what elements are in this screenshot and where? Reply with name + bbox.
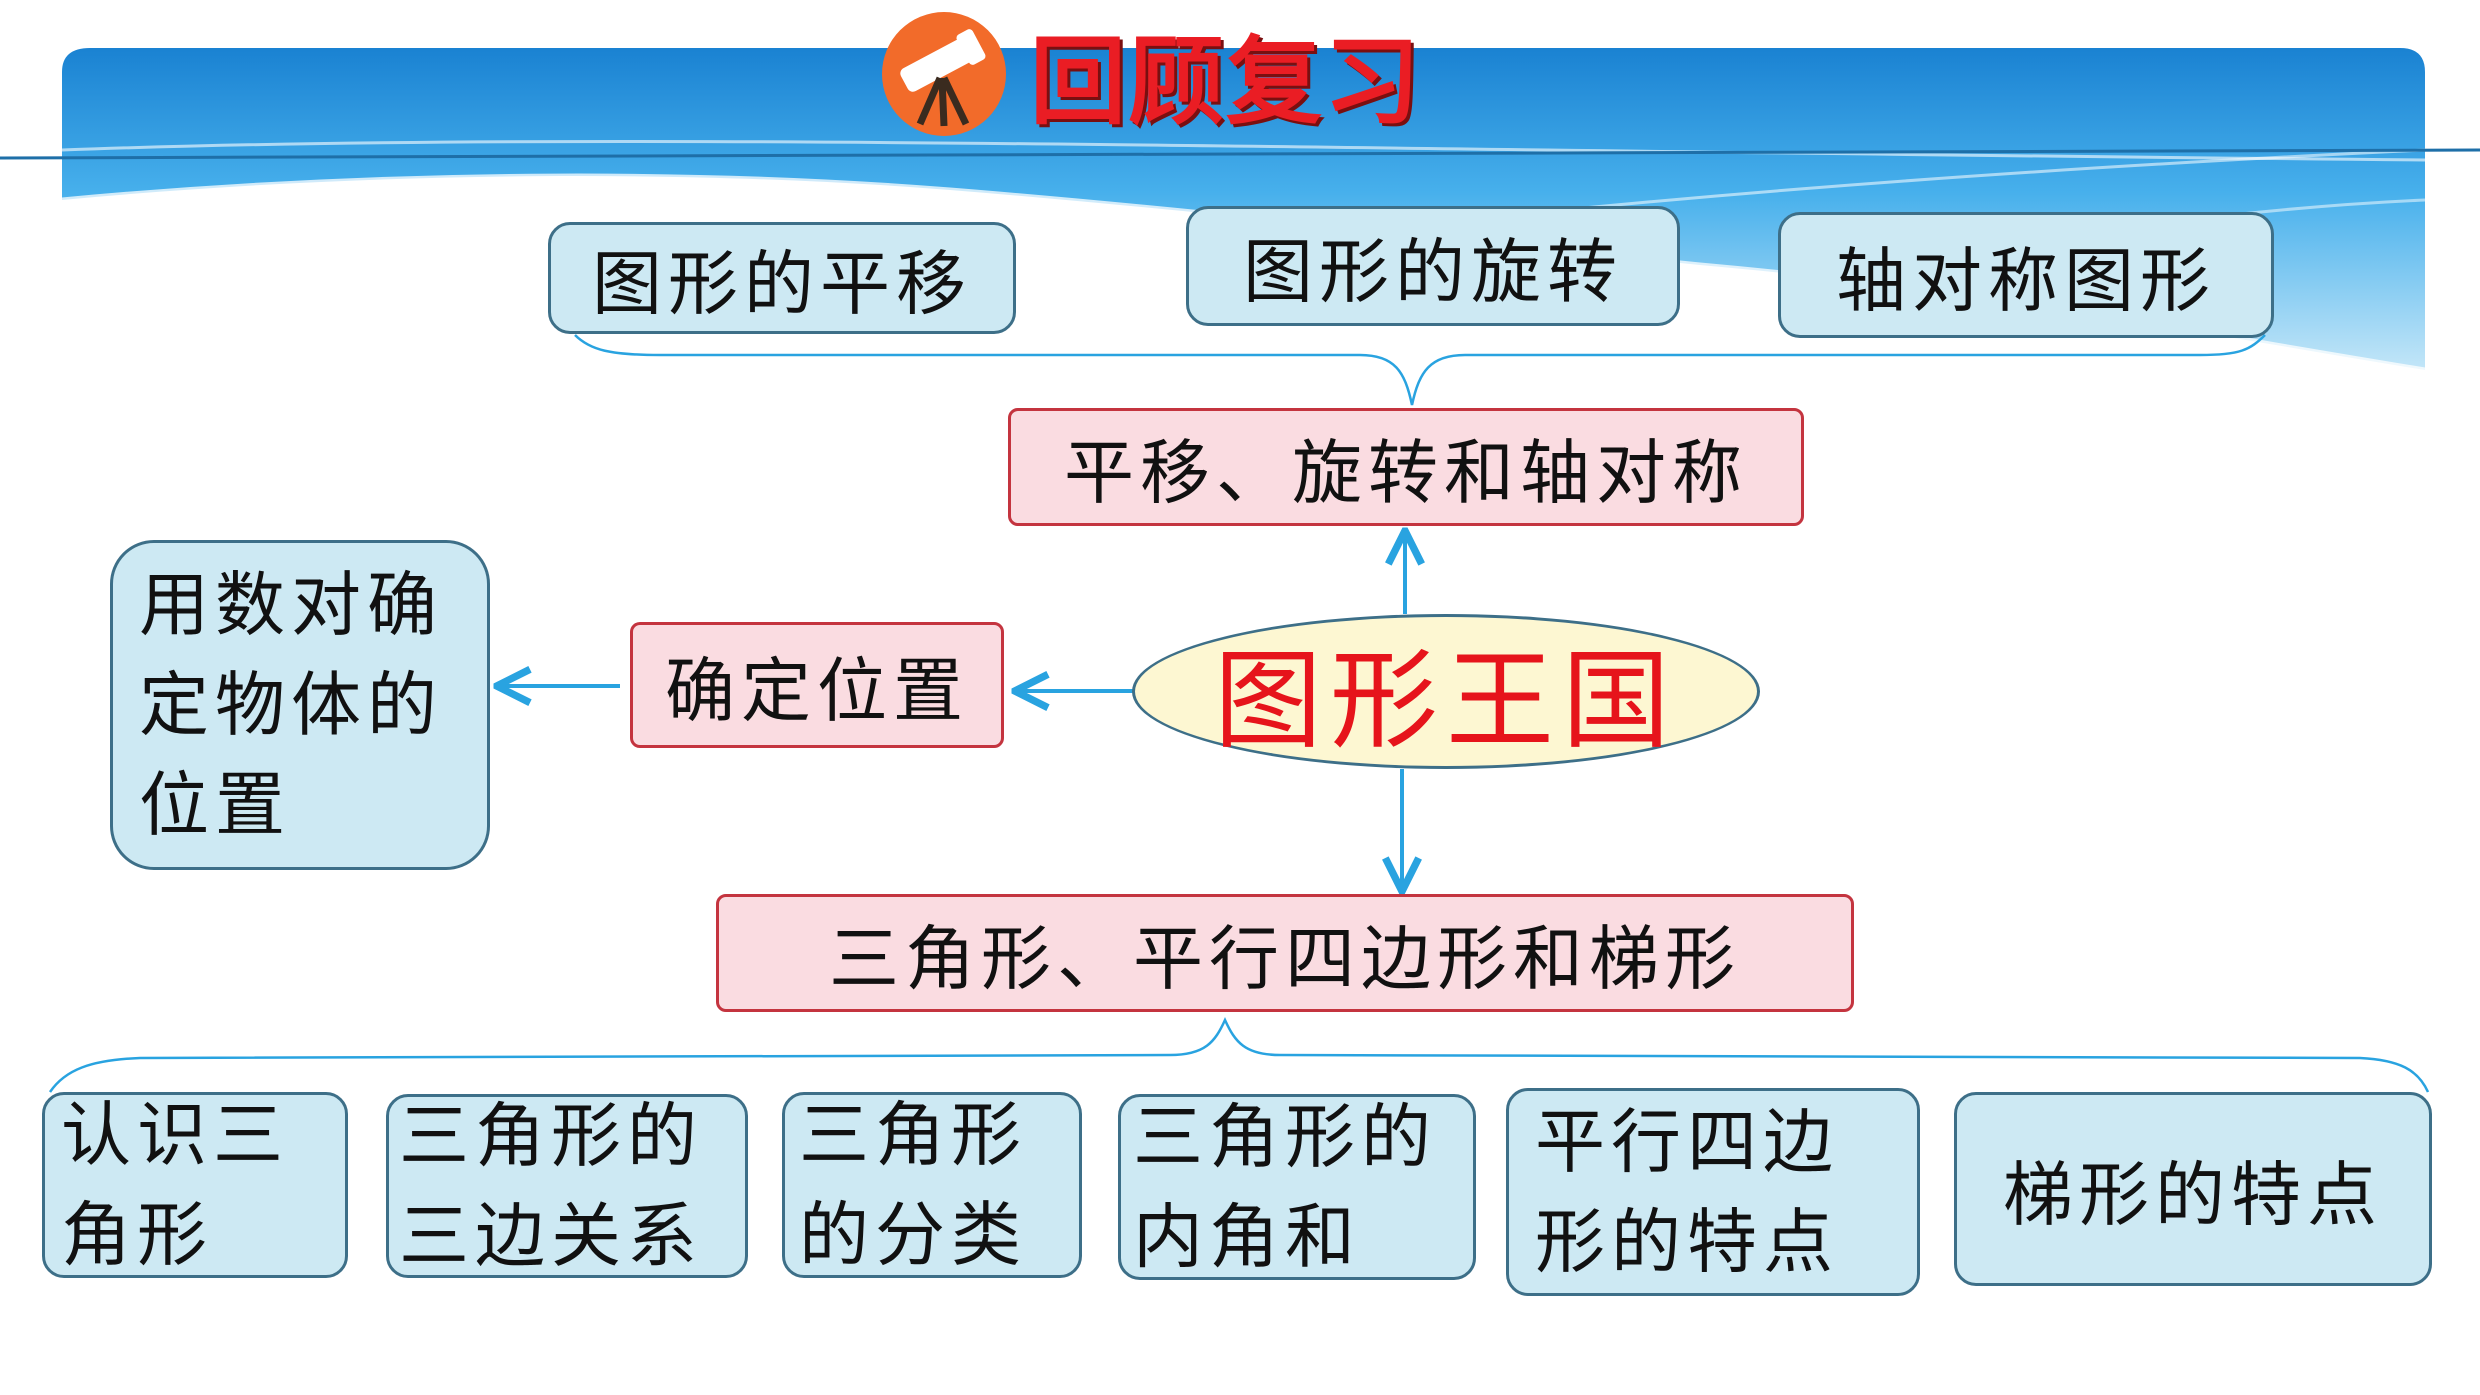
- top-brace: [574, 334, 2266, 406]
- category-transformations: 平移、旋转和轴对称: [1008, 408, 1804, 526]
- text-line: 三角形: [799, 1094, 1027, 1176]
- node-axial-symmetry-label: 轴对称图形: [1836, 239, 2216, 322]
- text-line: 形的特点: [1535, 1201, 1839, 1283]
- node-trapezoid: 梯形的特点: [1954, 1092, 2432, 1286]
- category-position: 确定位置: [630, 622, 1004, 748]
- category-transformations-label: 平移、旋转和轴对称: [1064, 431, 1748, 514]
- node-trapezoid-label: 梯形的特点: [2003, 1153, 2383, 1236]
- node-position-by-pair: 用数对确 定物体的 位置: [110, 540, 490, 870]
- text-line: 认识三: [61, 1094, 289, 1176]
- text-line: 三边关系: [399, 1195, 703, 1277]
- text-line: 定物体的: [139, 664, 443, 746]
- text-line: 角形: [61, 1194, 213, 1276]
- center-node-label: 图形王国: [1213, 638, 1678, 764]
- node-triangle-classification: 三角形 的分类: [782, 1092, 1082, 1278]
- node-triangle-angles: 三角形的 内角和: [1118, 1094, 1476, 1280]
- node-translation-label: 图形的平移: [592, 242, 972, 325]
- node-rotation: 图形的旋转: [1186, 206, 1680, 326]
- category-position-label: 确定位置: [665, 649, 969, 732]
- node-translation: 图形的平移: [548, 222, 1016, 334]
- telescope-icon: [882, 12, 1006, 136]
- text-line: 三角形的: [399, 1095, 703, 1177]
- node-triangle-intro: 认识三 角形: [42, 1092, 348, 1278]
- category-polygons: 三角形、平行四边形和梯形: [716, 894, 1854, 1012]
- node-axial-symmetry: 轴对称图形: [1778, 212, 2274, 338]
- text-line: 三角形的: [1133, 1096, 1437, 1178]
- node-rotation-label: 图形的旋转: [1243, 230, 1623, 313]
- node-parallelogram: 平行四边 形的特点: [1506, 1088, 1920, 1296]
- category-polygons-label: 三角形、平行四边形和梯形: [829, 917, 1741, 1000]
- text-line: 平行四边: [1535, 1101, 1839, 1183]
- text-line: 的分类: [799, 1194, 1027, 1276]
- text-line: 用数对确: [139, 564, 443, 646]
- center-node: 图形王国: [1132, 614, 1760, 769]
- text-line: 内角和: [1133, 1196, 1361, 1278]
- node-triangle-sides: 三角形的 三边关系: [386, 1094, 748, 1278]
- bottom-brace: [48, 1016, 2430, 1093]
- text-line: 位置: [139, 764, 291, 846]
- page-title: 回顾复习: [1030, 26, 1422, 138]
